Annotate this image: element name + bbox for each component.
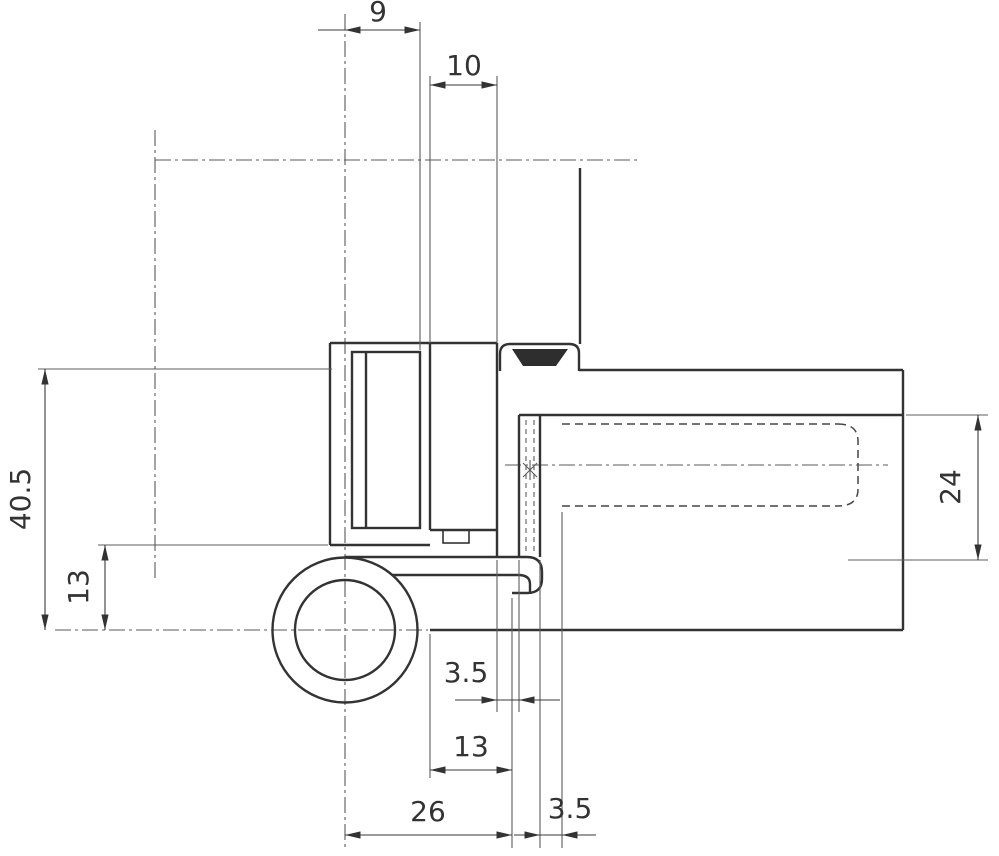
dim-label-pin-to-leaf-offset: 9	[369, 0, 387, 28]
dim-label-frame-gap: 3.5	[548, 792, 593, 825]
dim-label-rebate-gap: 3.5	[444, 656, 489, 689]
pocket-hatching	[525, 420, 535, 553]
screw-hole-end	[837, 423, 859, 507]
dimension-lines	[41, 26, 982, 839]
receiver-foot	[442, 529, 470, 544]
dim-label-frame-pocket-height: 24	[934, 469, 967, 505]
hidden-screw-hole	[562, 423, 859, 507]
receiver-foot-tab	[442, 529, 470, 544]
leaf-hook-outer	[512, 555, 544, 595]
seal-gasket	[512, 349, 568, 366]
dim-label-pin-to-frame-edge: 26	[410, 795, 446, 828]
knuckle-inner-circle	[293, 578, 397, 682]
object-outlines	[271, 168, 905, 704]
seal-holder-profile	[498, 342, 581, 371]
extension-lines	[38, 22, 988, 848]
centerlines	[55, 14, 888, 850]
dim-label-leaf-pocket-width: 10	[446, 49, 482, 82]
hinge-leaf-inner-plate	[350, 350, 422, 530]
thread-mark-asterisk	[522, 460, 538, 480]
dim-label-overall-height: 40.5	[4, 468, 37, 530]
knuckle-outer-circle	[271, 556, 419, 704]
dim-label-knuckle-to-leaf-height: 13	[62, 569, 95, 605]
dimension-labels: 9 10 40.5 13 24 3.5 13 26 3.5	[4, 0, 967, 828]
leaf-hook-inner	[517, 573, 532, 593]
dim-label-leaf-inset: 13	[453, 730, 489, 763]
